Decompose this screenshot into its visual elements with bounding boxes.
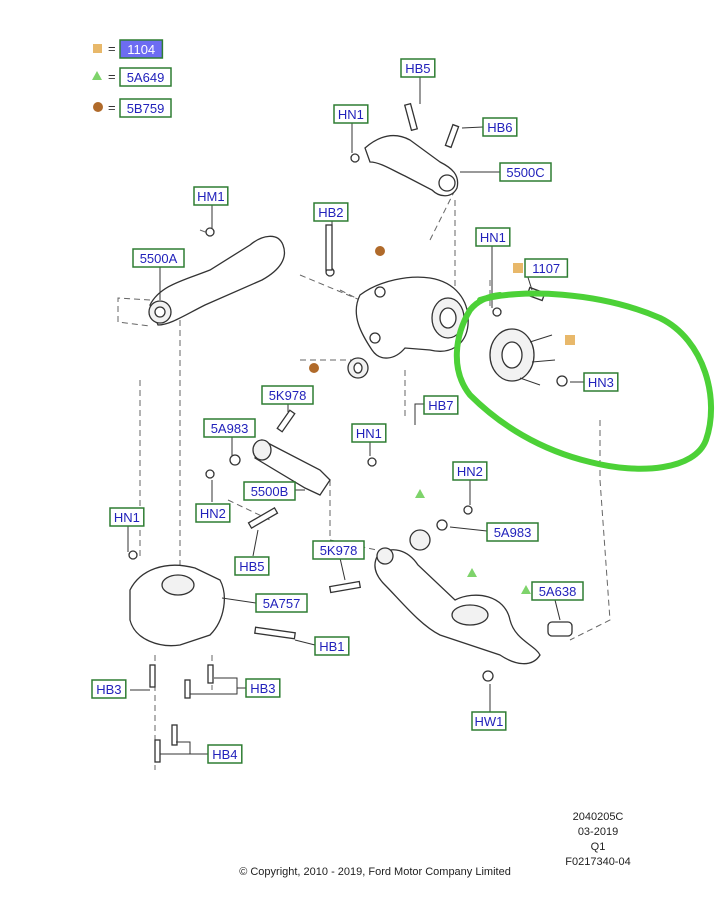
svg-text:5K978: 5K978 — [320, 543, 358, 558]
svg-text:5K978: 5K978 — [269, 388, 307, 403]
legend: = 1104 = 5A649 = 5B759 — [92, 39, 172, 118]
svg-text:5A983: 5A983 — [211, 421, 249, 436]
part-label-a5500: 5500A — [132, 248, 185, 268]
part-label-hb5_top: HB5 — [400, 58, 436, 78]
svg-text:HN2: HN2 — [457, 464, 483, 479]
part-label-hm1: HM1 — [193, 186, 229, 206]
svg-text:5A649: 5A649 — [127, 70, 165, 85]
svg-text:HN1: HN1 — [480, 230, 506, 245]
part-label-hn1_left: HN1 — [109, 507, 145, 527]
part-label-hb7: HB7 — [423, 395, 459, 415]
part-label-hb2: HB2 — [313, 202, 349, 222]
part-label-b5500: 5500B — [243, 481, 296, 501]
circle-icon — [93, 102, 103, 112]
part-label-hb4: HB4 — [207, 744, 243, 764]
svg-text:HB5: HB5 — [239, 559, 264, 574]
circle-icon — [375, 246, 385, 256]
svg-text:5B759: 5B759 — [127, 101, 165, 116]
part-label-hn3: HN3 — [583, 372, 619, 392]
part-label-hn2_right: HN2 — [452, 461, 488, 481]
svg-text:HN1: HN1 — [114, 510, 140, 525]
svg-text:HB2: HB2 — [318, 205, 343, 220]
part-label-hn1_hub: HN1 — [475, 227, 511, 247]
svg-text:5500B: 5500B — [251, 484, 289, 499]
part-label-hb6: HB6 — [482, 117, 518, 137]
part-label-hw1: HW1 — [471, 711, 507, 731]
svg-text:HB6: HB6 — [487, 120, 512, 135]
part-label-p1107: 1107 — [524, 258, 569, 278]
drawing-date: 03-2019 — [577, 826, 619, 838]
square-icon — [565, 335, 575, 345]
svg-text:HB7: HB7 — [428, 398, 453, 413]
svg-text:HW1: HW1 — [474, 714, 503, 729]
svg-text:1104: 1104 — [127, 42, 155, 57]
part-labels: HB5HN1HB65500CHM1HB2HN111075500AHN35K978… — [91, 58, 619, 764]
triangle-icon — [415, 489, 425, 498]
bushing-5B759 — [347, 357, 369, 379]
drawing-quarter: Q1 — [590, 841, 606, 853]
part-label-legend-5A649: 5A649 — [119, 67, 172, 87]
triangle-icon — [92, 71, 102, 80]
part-label-c5500: 5500C — [499, 162, 552, 182]
svg-text:HB4: HB4 — [212, 747, 237, 762]
part-label-legend-1104: 1104 — [119, 39, 164, 59]
part-label-k5978_right: 5K978 — [312, 540, 365, 560]
part-label-a5757: 5A757 — [255, 593, 308, 613]
part-markers — [309, 246, 575, 594]
svg-text:HN3: HN3 — [588, 375, 614, 390]
legend-equals: = — [108, 100, 116, 115]
svg-text:5A757: 5A757 — [263, 596, 301, 611]
part-label-a5638: 5A638 — [531, 581, 584, 601]
svg-text:HN2: HN2 — [200, 506, 226, 521]
square-icon — [513, 263, 523, 273]
svg-text:HB1: HB1 — [319, 639, 344, 654]
knuckle — [325, 224, 469, 359]
circle-icon — [309, 363, 319, 373]
carrier-5A757 — [128, 550, 296, 763]
part-label-a5983_left: 5A983 — [203, 418, 256, 438]
part-label-hb5_low: HB5 — [234, 556, 270, 576]
part-label-hb3_left: HB3 — [91, 679, 127, 699]
svg-text:5500A: 5500A — [140, 251, 178, 266]
svg-text:5A638: 5A638 — [539, 584, 577, 599]
triangle-icon — [521, 585, 531, 594]
svg-text:5A983: 5A983 — [494, 525, 532, 540]
drawing-reference: 2040205C 03-2019 Q1 F0217340-04 — [538, 810, 658, 870]
svg-text:HB3: HB3 — [96, 682, 121, 697]
triangle-icon — [467, 568, 477, 577]
copyright-notice: © Copyright, 2010 - 2019, Ford Motor Com… — [239, 866, 511, 878]
toe-link-5500B — [205, 409, 377, 529]
part-label-legend-5B759: 5B759 — [119, 98, 172, 118]
svg-text:HN1: HN1 — [356, 426, 382, 441]
lower-control-arm — [328, 505, 573, 682]
wheel-hub-assembly — [489, 286, 568, 387]
svg-text:5500C: 5500C — [506, 165, 544, 180]
highlight-circle-markup — [453, 290, 715, 472]
svg-text:HN1: HN1 — [338, 107, 364, 122]
part-label-hn2_left: HN2 — [195, 503, 231, 523]
part-label-hb3_right: HB3 — [245, 678, 281, 698]
legend-equals: = — [108, 41, 116, 56]
part-label-k5978_left: 5K978 — [261, 385, 314, 405]
upper-control-arm-5500A — [148, 227, 286, 326]
part-label-hb1: HB1 — [314, 636, 350, 656]
part-label-hn1_top: HN1 — [333, 104, 369, 124]
upper-control-arm-5500C — [350, 102, 460, 197]
part-label-hn1_mid: HN1 — [351, 423, 387, 443]
part-label-a5983_right: 5A983 — [486, 522, 539, 542]
svg-text:HB5: HB5 — [405, 61, 430, 76]
leader-lines — [127, 77, 584, 755]
legend-equals: = — [108, 69, 116, 84]
svg-text:1107: 1107 — [532, 261, 560, 276]
svg-text:HM1: HM1 — [197, 189, 224, 204]
square-icon — [93, 44, 102, 53]
svg-text:HB3: HB3 — [250, 681, 275, 696]
drawing-ref: F0217340-04 — [565, 856, 631, 868]
drawing-code: 2040205C — [572, 811, 624, 823]
